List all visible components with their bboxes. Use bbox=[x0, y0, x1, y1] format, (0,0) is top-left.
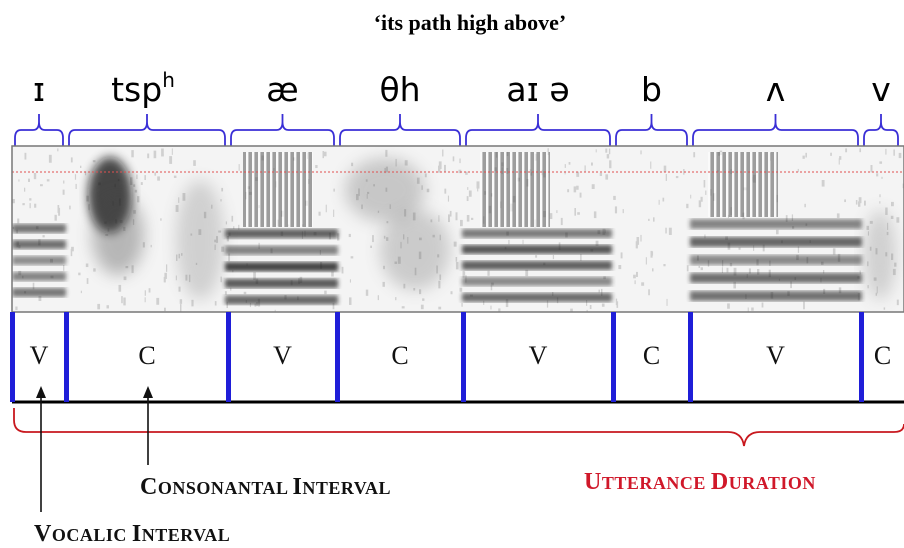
interval-label: V bbox=[30, 341, 49, 370]
phone-segment: ʌ bbox=[692, 70, 859, 146]
phone-bracket bbox=[14, 114, 64, 146]
interval-label: V bbox=[529, 341, 548, 370]
interval-label: C bbox=[138, 341, 155, 370]
phone-label: b bbox=[641, 70, 662, 109]
interval-boundary bbox=[10, 312, 15, 402]
interval-boundary bbox=[226, 312, 231, 402]
interval-boundary bbox=[688, 312, 693, 402]
phone-tier: ɪ tsph æ θh aɪ ə b ʌ v bbox=[14, 68, 899, 146]
phone-segment: tsph bbox=[68, 68, 226, 146]
consonantal-interval-label: CONSONANTAL INTERVAL bbox=[140, 474, 391, 500]
interval-label: C bbox=[391, 341, 408, 370]
phone-segment: b bbox=[615, 70, 688, 146]
phone-bracket bbox=[615, 114, 688, 146]
consonantal-interval-cell: C bbox=[643, 341, 660, 370]
vocalic-interval-arrow bbox=[36, 386, 46, 512]
vocalic-interval-label: VOCALIC INTERVAL bbox=[34, 521, 230, 547]
vocalic-interval-cell: V bbox=[273, 341, 292, 370]
interval-label: C bbox=[643, 341, 660, 370]
consonantal-interval-arrow bbox=[143, 386, 153, 465]
phone-label: θh bbox=[379, 70, 420, 109]
utterance-duration-bracket bbox=[13, 408, 904, 447]
vocalic-interval-cell: V bbox=[766, 341, 785, 370]
phone-segment: æ bbox=[230, 70, 335, 146]
phone-bracket bbox=[68, 114, 226, 146]
phone-bracket bbox=[863, 114, 899, 146]
spectrogram bbox=[12, 146, 904, 312]
interval-boundary bbox=[461, 312, 466, 402]
phone-label: aɪ ə bbox=[506, 70, 569, 109]
consonantal-interval-cell: C bbox=[391, 341, 408, 370]
interval-boundary bbox=[611, 312, 616, 402]
figure-title: ‘its path high above’ bbox=[374, 10, 567, 35]
vocalic-interval-cell: V bbox=[529, 341, 548, 370]
phone-segment: ɪ bbox=[14, 70, 64, 146]
utterance-duration-label: UTTERANCE DURATION bbox=[584, 469, 816, 495]
phone-label: æ bbox=[266, 70, 298, 109]
phone-label: v bbox=[871, 70, 891, 109]
phone-bracket bbox=[339, 114, 461, 146]
consonantal-interval-cell: C bbox=[138, 341, 155, 370]
interval-boundary bbox=[64, 312, 69, 402]
phone-label: tsph bbox=[111, 68, 175, 109]
interval-boundary bbox=[335, 312, 340, 402]
phone-bracket bbox=[692, 114, 859, 146]
phone-label: ɪ bbox=[33, 70, 45, 109]
interval-label: C bbox=[874, 341, 891, 370]
interval-boundary bbox=[859, 312, 864, 402]
interval-label: V bbox=[766, 341, 785, 370]
phone-segment: θh bbox=[339, 70, 461, 146]
phone-bracket bbox=[230, 114, 335, 146]
interval-label: V bbox=[273, 341, 292, 370]
vocalic-interval-cell: V bbox=[30, 341, 49, 370]
consonantal-interval-cell: C bbox=[874, 341, 891, 370]
phone-bracket bbox=[465, 114, 611, 146]
phone-segment: aɪ ə bbox=[465, 70, 611, 146]
phone-label: ʌ bbox=[766, 70, 786, 109]
phone-segment: v bbox=[863, 70, 899, 146]
